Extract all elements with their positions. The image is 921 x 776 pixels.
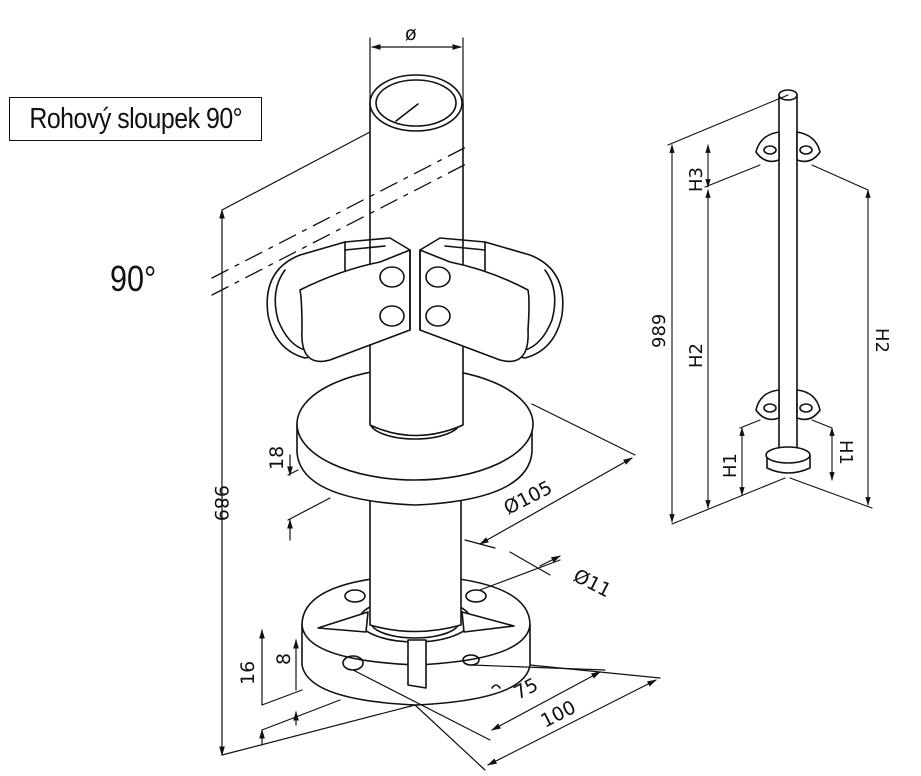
- side-h2-label: H2: [686, 343, 707, 368]
- dim-disc-diameter: [464, 403, 636, 549]
- side-view: [667, 89, 873, 525]
- dim-disc-thickness: [287, 454, 331, 541]
- right-glass-clamp: [419, 237, 564, 363]
- base-hole-right: [465, 589, 487, 603]
- dim-diameter-label: ø: [405, 23, 417, 45]
- base-hole-left: [344, 589, 366, 603]
- dim-height-label: 989: [210, 485, 232, 521]
- dim-base-plate-label: 8: [273, 653, 295, 665]
- side-h2-mirror-label: H2: [871, 328, 892, 353]
- side-h1-label: H1: [720, 453, 741, 478]
- dim-diameter: [369, 37, 464, 104]
- left-glass-clamp: [266, 237, 411, 363]
- side-height-label: 989: [649, 314, 670, 348]
- dim-hole-diameter-label: Ø11: [570, 565, 615, 602]
- side-h1-mirror-label: H1: [835, 440, 856, 465]
- dim-hole-diameter: [479, 551, 561, 591]
- dim-disc-thickness-label: 18: [266, 446, 288, 470]
- title-box: Rohový sloupek 90°: [9, 97, 262, 141]
- upper-post: [369, 74, 464, 437]
- dim-base-thickness: [259, 629, 341, 746]
- glass-plane-lines: [211, 144, 471, 296]
- drawing-title: Rohový sloupek 90°: [29, 102, 242, 135]
- dim-base-thickness-label: 16: [237, 661, 259, 685]
- side-h3-label: H3: [686, 167, 707, 192]
- dim-height: [219, 131, 416, 756]
- dim-base-width: [352, 664, 661, 771]
- lower-post: [369, 493, 462, 633]
- angle-label: 90°: [110, 258, 157, 299]
